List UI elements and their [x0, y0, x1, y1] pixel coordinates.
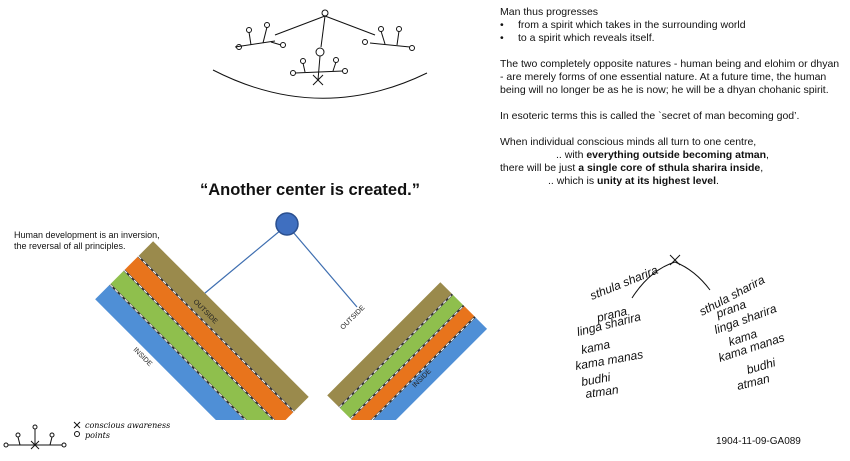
layer-orange: [124, 256, 294, 420]
layer-olive: [327, 282, 452, 407]
legend-sketch: conscious awareness points: [3, 421, 170, 450]
top-point: [321, 9, 329, 17]
centre-line-3: there will be just a single core of sthu…: [500, 162, 764, 174]
layer-green: [110, 271, 279, 420]
ground-arc: [212, 69, 428, 99]
center-node: [275, 212, 299, 236]
center-figure: [290, 47, 348, 86]
right-figure: [362, 26, 415, 51]
left-note-line-1: Human development is an inversion,: [14, 230, 160, 240]
left-handwritten-list: sthula sharira prana linga sharira kama …: [574, 263, 660, 400]
layer-green: [339, 294, 463, 418]
connector-right: [286, 224, 358, 308]
layer-blue: [95, 285, 265, 420]
right-layer-stack: [327, 282, 488, 420]
paragraph-2: In esoteric terms this is called the `se…: [500, 110, 800, 122]
explanation-text: Man thus progresses from a spirit which …: [500, 6, 845, 188]
document-code: 1904-11-09-GA089: [716, 436, 801, 447]
spirit-sketch: [212, 9, 428, 99]
centre-line-2: .. with everything outside becoming atma…: [556, 149, 769, 161]
layer-blue: [362, 317, 488, 420]
branch-right: [674, 261, 711, 291]
left-figure: [234, 22, 286, 50]
centre-line-1: When individual conscious minds all turn…: [500, 136, 757, 148]
right-outside-label: OUTSIDE: [339, 304, 366, 331]
svg-text:sthula sharira: sthula sharira: [588, 263, 660, 303]
layer-olive: [138, 241, 309, 412]
layer-orange: [351, 306, 475, 420]
connector-left: [192, 224, 288, 304]
paragraph-1: The two completely opposite natures - hu…: [500, 58, 840, 96]
centre-line-4: .. which is unity at its highest level.: [548, 175, 719, 187]
headline: “Another center is created.”: [199, 181, 421, 199]
branch-left: [631, 261, 676, 299]
right-handwritten-list: sthula sharira prana linga sharira kama …: [697, 272, 786, 393]
svg-text:kama: kama: [580, 337, 612, 357]
legend-o-label: points: [85, 431, 110, 440]
handwritten-tree: sthula sharira prana linga sharira kama …: [574, 254, 786, 400]
bullet-1: from a spirit which takes in the surroun…: [500, 19, 845, 32]
svg-text:atman: atman: [584, 382, 619, 400]
bullet-2: to a spirit which reveals itself.: [500, 32, 845, 45]
left-note: Human development is an inversion, the r…: [14, 230, 184, 252]
left-layer-stack: [95, 241, 309, 420]
inversion-diagram: OUTSIDE INSIDE OUTSIDE INSIDE: [95, 212, 488, 420]
svg-text:budhi: budhi: [580, 370, 612, 389]
legend-x-label: conscious awareness: [85, 421, 170, 430]
intro-line: Man thus progresses: [500, 6, 599, 18]
left-note-line-2: the reversal of all principles.: [14, 241, 126, 251]
svg-text:atman: atman: [735, 371, 771, 393]
